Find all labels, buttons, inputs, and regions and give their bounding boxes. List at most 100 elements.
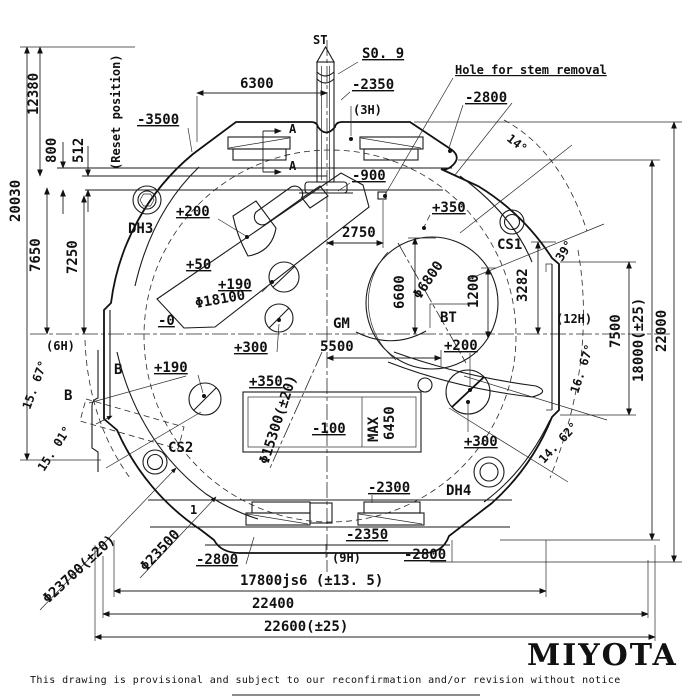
cs2-screw-outer bbox=[142, 449, 168, 475]
top-right-pad-lower bbox=[363, 148, 419, 161]
label-bt: BT bbox=[440, 310, 457, 326]
train-bridge bbox=[156, 172, 370, 329]
label-2750: 2750 bbox=[342, 225, 376, 241]
label-angle-14: 14° bbox=[504, 131, 530, 155]
mechanism bbox=[79, 172, 544, 450]
label-minus900: -900 bbox=[352, 168, 386, 184]
inner-edge-top-right bbox=[459, 175, 533, 263]
label-6h: (6H) bbox=[46, 339, 75, 353]
centerlines bbox=[30, 40, 672, 572]
label-17800: 17800js6 (±13. 5) bbox=[240, 573, 383, 589]
label-minus2300: -2300 bbox=[368, 480, 410, 496]
label-dh4: DH4 bbox=[446, 483, 471, 499]
lower-reference-lines bbox=[148, 499, 512, 546]
label-9h: (9H) bbox=[332, 551, 361, 565]
right-step-notch bbox=[545, 263, 552, 411]
label-cs2: CS2 bbox=[168, 440, 193, 456]
section-b-arrow bbox=[95, 415, 113, 425]
label-minus2350-top: -2350 bbox=[352, 77, 394, 93]
phi18100-circle bbox=[143, 149, 517, 523]
bottom-left-pad-diagonal bbox=[246, 513, 309, 525]
label-22600: 22600(±25) bbox=[264, 619, 348, 635]
label-section-a-top: A bbox=[289, 122, 297, 136]
arc-top-right bbox=[503, 119, 588, 232]
label-7650: 7650 bbox=[28, 238, 44, 272]
label-section-b-right: B bbox=[114, 362, 122, 378]
cs1-screw-outer bbox=[499, 209, 525, 235]
bottom-right-pad-upper bbox=[363, 501, 421, 514]
stem-shaft bbox=[316, 61, 335, 183]
label-plus200-dh3: +200 bbox=[176, 204, 210, 220]
stem-tip bbox=[316, 45, 335, 63]
dh3-screw-hex bbox=[139, 193, 155, 207]
stem-shaft-lines bbox=[321, 66, 330, 180]
brand-logo: MIYOTA bbox=[527, 638, 678, 673]
label-hole-stem-removal: Hole for stem removal bbox=[455, 63, 607, 77]
label-minus2350-bottom: -2350 bbox=[346, 527, 388, 543]
lever-hole bbox=[417, 377, 433, 393]
label-dh3: DH3 bbox=[128, 221, 153, 237]
spring-curve bbox=[355, 330, 427, 342]
label-800: 800 bbox=[44, 138, 60, 163]
label-stem-tip: S0. 9 bbox=[362, 46, 404, 62]
label-plus300-left: +300 bbox=[234, 340, 268, 356]
bottom-right-pad-diagonal bbox=[358, 513, 423, 525]
title-block: MIYOTA This drawing is provisional and s… bbox=[30, 638, 678, 696]
plate-outline bbox=[103, 121, 560, 554]
label-angle-16-67: 16. 67° bbox=[568, 342, 597, 394]
battery-diameter-centerline bbox=[397, 242, 467, 364]
stem-assembly bbox=[299, 45, 353, 194]
bottom-center-block bbox=[309, 502, 333, 524]
arc-bottom-left bbox=[84, 339, 131, 479]
label-minus100: -100 bbox=[312, 421, 346, 437]
label-512: 512 bbox=[71, 138, 87, 163]
slotted-screw-3 bbox=[188, 382, 222, 416]
battery-clamp-screw-slot bbox=[451, 376, 485, 408]
label-minus2800-top: -2800 bbox=[465, 90, 507, 106]
label-plus50: +50 bbox=[186, 257, 211, 273]
label-5500: 5500 bbox=[320, 339, 354, 355]
label-phi6800: Φ6800 bbox=[410, 258, 447, 302]
label-section-b-left: B bbox=[64, 388, 72, 404]
battery-circle bbox=[365, 236, 499, 370]
label-plus190-lower: +190 bbox=[154, 360, 188, 376]
label-phi23500: Φ23500 bbox=[137, 527, 183, 575]
label-1200: 1200 bbox=[466, 274, 482, 308]
label-6600: 6600 bbox=[392, 275, 408, 309]
label-note-1: 1 bbox=[190, 503, 197, 517]
label-gm: GM bbox=[333, 316, 350, 332]
label-plus350-cs1: +350 bbox=[432, 200, 466, 216]
top-left-pad-lower bbox=[232, 148, 287, 161]
dh3-screw-outer bbox=[132, 185, 162, 215]
label-12380: 12380 bbox=[26, 73, 42, 115]
label-minus2800-bottom-left: -2800 bbox=[196, 552, 238, 568]
contact-pads bbox=[227, 136, 425, 526]
label-reset-position: (Reset position) bbox=[109, 54, 123, 170]
bottom-left-pad-upper bbox=[251, 501, 311, 514]
circuit-block-outer bbox=[242, 391, 422, 453]
main-plate bbox=[57, 121, 560, 554]
label-plus200-bt: +200 bbox=[444, 338, 478, 354]
label-7500: 7500 bbox=[608, 314, 624, 348]
label-7250: 7250 bbox=[65, 240, 81, 274]
circuit-block-inner bbox=[247, 396, 417, 448]
slotted-screw-1-slot bbox=[272, 265, 296, 288]
label-plus350-box: +350 bbox=[249, 374, 283, 390]
label-angle-14-62: 14. 62° bbox=[536, 420, 581, 467]
label-20030: 20030 bbox=[8, 180, 24, 222]
setting-lever bbox=[232, 200, 277, 257]
label-cs1: CS1 bbox=[497, 237, 522, 253]
cs2-screw-inner bbox=[146, 453, 164, 471]
battery-clamp-lever bbox=[387, 351, 544, 398]
upper-reference-lines bbox=[57, 167, 452, 191]
stem-collar bbox=[316, 71, 335, 84]
label-3h: (3H) bbox=[353, 103, 382, 117]
slotted-screw-2 bbox=[264, 303, 294, 333]
label-12h: (12H) bbox=[556, 312, 592, 326]
bridge-slot bbox=[253, 185, 304, 226]
label-angle-39: 39° bbox=[553, 238, 576, 264]
top-left-pad-diagonal bbox=[228, 137, 290, 149]
inner-edge-bottom-left bbox=[116, 351, 259, 520]
